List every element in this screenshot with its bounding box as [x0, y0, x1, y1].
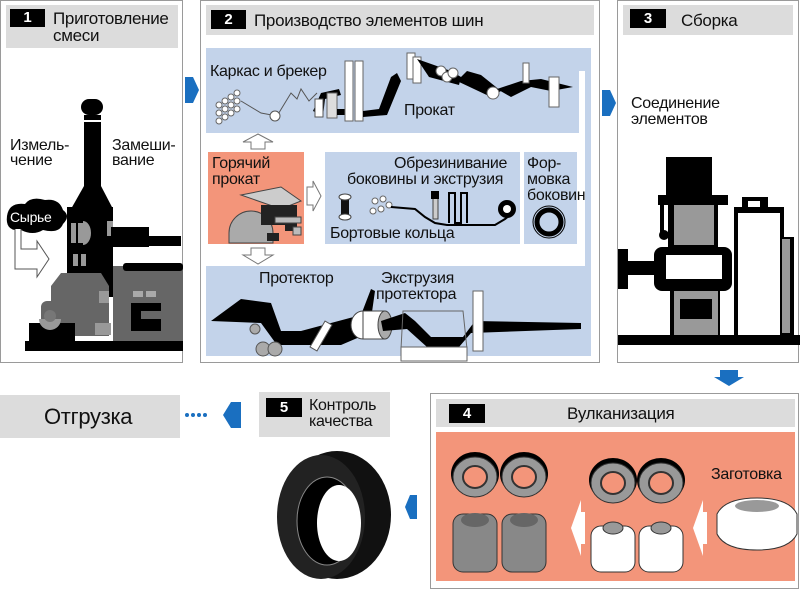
step-3-number: 3 [630, 9, 666, 28]
sidewall-line-illustration [338, 191, 516, 226]
mixing-label-1: Замеши- [112, 137, 176, 154]
step-1-title-line1: Приготовление [53, 9, 169, 28]
mixing-label-2: вание [112, 152, 155, 169]
tread-line-illustration [211, 289, 581, 362]
arrow-right-icon [185, 77, 199, 103]
forming-label-3: боковин [527, 187, 586, 204]
step-4-number: 4 [449, 404, 485, 423]
rolling-label: Прокат [404, 102, 455, 119]
step-4-panel: 4 Вулканизация Заготовка [430, 393, 799, 589]
bead-label: Бортовые кольца [330, 225, 455, 242]
mixing-machine-illustration [6, 99, 183, 351]
step-1-title-line2: смеси [53, 26, 100, 45]
sidewall-label-1: Обрезинивание [394, 155, 508, 172]
arrow-down-icon [714, 370, 744, 386]
arrow-left-icon [185, 402, 241, 428]
shipping-label: Отгрузка [44, 404, 133, 429]
step-2-panel: 2 Производство элементов шин Каркас и бр… [200, 0, 600, 363]
step-1-number: 1 [10, 9, 45, 27]
step-1-panel: 1 Приготовление смеси Измель- чение Заме… [0, 0, 183, 363]
grinding-label-2: чение [10, 152, 53, 169]
tread-label: Протектор [259, 270, 334, 287]
arrow-right-outline-icon [306, 180, 322, 212]
step-2-title: Производство элементов шин [254, 11, 484, 30]
carcass-line-illustration [215, 52, 573, 125]
step-4-header [436, 399, 795, 427]
step-5-title-line2: качества [309, 413, 373, 430]
frame-rail-gap [579, 71, 585, 311]
sidewall-forming-section [524, 152, 577, 244]
arrow-down-outline-icon [241, 247, 275, 265]
tread-extrusion-label-1: Экструзия [381, 270, 454, 287]
hot-rolling-machine-illustration [228, 186, 303, 244]
finished-tire-icon [277, 451, 391, 579]
forming-label-2: мовка [527, 171, 571, 188]
raw-material-label: Сырье [10, 209, 52, 225]
arrow-left-icon [405, 495, 417, 519]
step-2-header [206, 5, 594, 35]
carcass-label: Каркас и брекер [210, 63, 327, 80]
arrow-up-outline-icon [242, 133, 274, 150]
step-3-panel: 3 Сборка Соединение элементов [617, 0, 800, 363]
vulcanization-illustration [450, 451, 798, 573]
joining-label-2: элементов [631, 111, 708, 128]
hot-rolling-label-1: Горячий [212, 155, 270, 172]
assembly-machine-illustration [618, 157, 800, 345]
grinding-label-1: Измель- [10, 137, 70, 154]
sidewall-ring-icon [532, 205, 566, 239]
sidewall-section [325, 152, 520, 244]
step-3-title: Сборка [681, 11, 738, 30]
step-5-number: 5 [266, 398, 302, 417]
step-5-title-line1: Контроль [309, 397, 377, 414]
step-2-number: 2 [211, 10, 246, 29]
shipping-box [0, 395, 180, 438]
blank-label: Заготовка [711, 466, 782, 483]
sidewall-label-2: боковины и экструзия [347, 171, 504, 188]
arrow-right-icon [602, 90, 616, 116]
tread-extrusion-label-2: протектора [376, 286, 457, 303]
joining-label-1: Соединение [631, 95, 720, 112]
forming-label-1: Фор- [527, 155, 562, 172]
hot-rolling-label-2: прокат [212, 171, 260, 188]
step-4-title: Вулканизация [567, 404, 675, 423]
